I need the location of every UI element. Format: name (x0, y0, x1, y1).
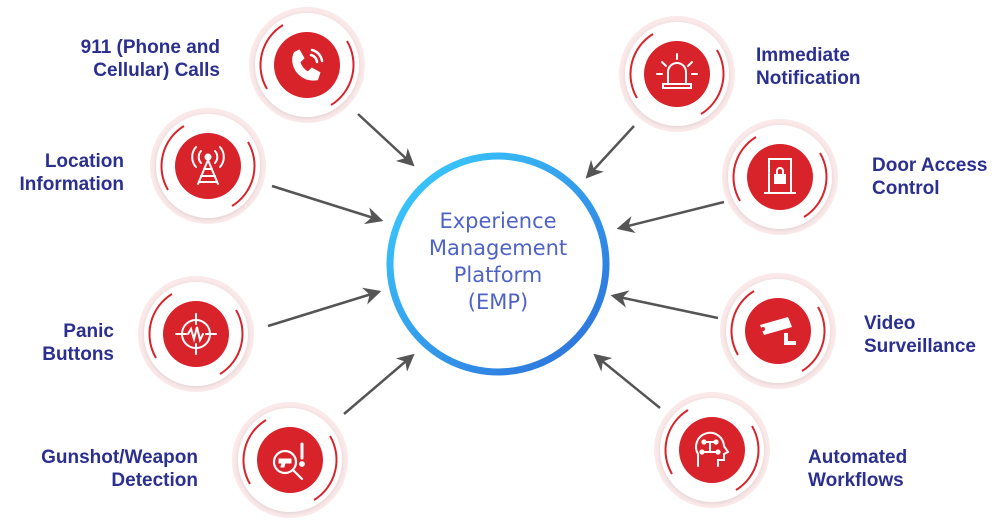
label-workflows: Automated Workflows (808, 447, 908, 491)
node-notification (619, 16, 735, 132)
crosshair-icon (175, 313, 217, 355)
arrow-video (610, 290, 719, 320)
hub-ring (386, 152, 610, 376)
ai-head-icon (695, 431, 730, 467)
node-gunshot (232, 402, 348, 518)
label-notification: Immediate Notification (756, 45, 861, 89)
cell-tower-icon (191, 146, 225, 185)
arrow-workflows (593, 353, 661, 409)
arrow-location (271, 184, 384, 225)
arrow-panic (267, 287, 382, 328)
arrow-911-calls (357, 113, 415, 167)
arrow-door (616, 200, 725, 234)
node-video (720, 273, 836, 389)
phone-icon (292, 48, 324, 81)
node-door (722, 119, 838, 235)
door-lock-icon (764, 158, 796, 194)
label-911-calls: 911 (Phone and Cellular) Calls (80, 37, 220, 81)
arrow-notification (585, 125, 635, 179)
arrow-gunshot (343, 353, 415, 415)
label-location: Location Information (19, 151, 125, 195)
hub-title: Experience Management Platform (EMP) (428, 209, 568, 314)
gun-search-icon (272, 442, 305, 481)
label-video: Video Surveillance (864, 313, 976, 357)
node-911-calls (249, 7, 365, 123)
label-door: Door Access Control (872, 155, 988, 199)
siren-icon (656, 53, 698, 89)
label-panic: Panic Buttons (42, 321, 114, 365)
node-workflows (654, 392, 770, 508)
node-panic (138, 276, 254, 392)
node-location (150, 108, 266, 224)
connector-arrows (267, 113, 725, 415)
security-camera-icon (760, 317, 796, 345)
label-gunshot: Gunshot/Weapon Detection (41, 447, 198, 491)
